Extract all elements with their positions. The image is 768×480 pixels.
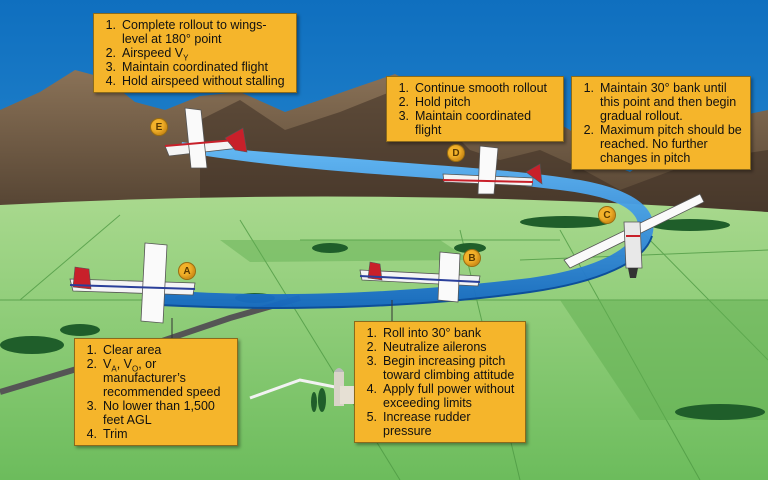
callout-c-item: 2.Maximum pitch should be reached. No fu…: [583, 123, 742, 165]
darker-field: [560, 300, 768, 420]
silo-roof: [334, 368, 344, 372]
callout-c-item: 1.Maintain 30° bank until this point and…: [583, 81, 737, 123]
callout-d-item: 2.Hold pitch: [398, 95, 471, 109]
callout-a: 1.Clear area 2.VA, VO, or manufacturer’s…: [74, 338, 238, 446]
callout-a-item: 1.Clear area: [86, 343, 162, 357]
callout-d: 1.Continue smooth rollout 2.Hold pitch 3…: [386, 76, 564, 142]
callout-a-item: 3.No lower than 1,500 feet AGL: [86, 399, 215, 427]
callout-b-item: 2.Neutralize ailerons: [366, 340, 487, 354]
airplane-a: [69, 242, 196, 324]
marker-d: D: [447, 144, 465, 162]
marker-c: C: [598, 206, 616, 224]
marker-a: A: [178, 262, 196, 280]
callout-e-item: 3.Maintain coordinated flight: [105, 60, 268, 74]
silo: [334, 372, 344, 406]
callout-b-item: 5.Increase rudder pressure: [366, 410, 471, 438]
callout-e: 1.Complete rollout to wings-level at 180…: [93, 13, 297, 93]
leader-lines: [171, 300, 393, 338]
darker-field: [220, 240, 470, 262]
callout-e-item: 2.Airspeed VY: [105, 46, 189, 63]
callout-a-item: 2.VA, VO, or manufacturer’s recommended …: [86, 357, 221, 399]
callout-b: 1.Roll into 30° bank 2.Neutralize ailero…: [354, 321, 526, 443]
callout-a-item: 4.Trim: [86, 427, 128, 441]
barn: [340, 386, 354, 404]
callout-b-item: 1.Roll into 30° bank: [366, 326, 482, 340]
callout-d-item: 3.Maintain coordinated flight: [398, 109, 532, 137]
airplane-c: [563, 193, 705, 278]
callout-e-item: 4.Hold airspeed without stalling: [105, 74, 285, 88]
callout-d-item: 1.Continue smooth rollout: [398, 81, 548, 95]
callout-c: 1.Maintain 30° bank until this point and…: [571, 76, 751, 170]
airplane-b: [359, 251, 481, 303]
callout-e-item: 1.Complete rollout to wings-level at 180…: [105, 18, 267, 46]
marker-e: E: [150, 118, 168, 136]
callout-b-item: 4.Apply full power without exceeding lim…: [366, 382, 515, 410]
callout-b-item: 3.Begin increasing pitch toward climbing…: [366, 354, 515, 382]
airplane-e: [164, 107, 248, 169]
airplane-d: [442, 145, 543, 195]
marker-b: B: [463, 249, 481, 267]
